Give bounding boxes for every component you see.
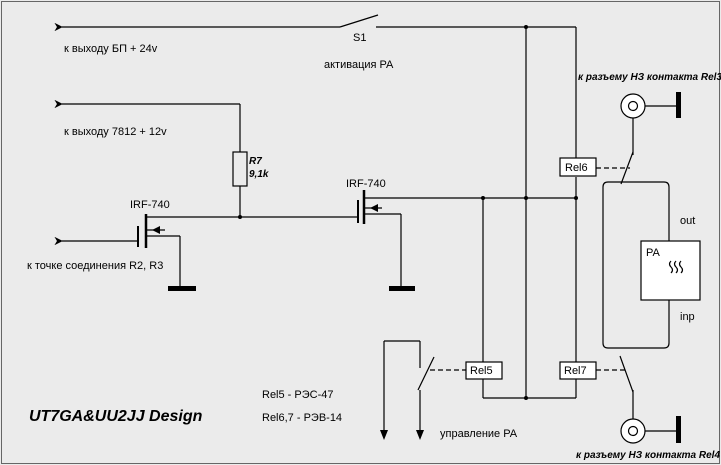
label-rel67-type: Rel6,7 - РЭВ-14 [262, 412, 342, 424]
label-activation: активация PA [324, 59, 394, 71]
junction-dot [481, 196, 485, 200]
resistor-r7 [232, 151, 248, 187]
rel5-contact [380, 340, 466, 440]
label-pa: PA [646, 247, 661, 259]
pa-block [640, 240, 701, 301]
label-mosfet1: IRF-740 [130, 199, 170, 211]
label-pa-inp: inp [680, 311, 695, 323]
heat-waves-icon [668, 260, 684, 274]
connector-bottom [596, 355, 681, 444]
label-mosfet2: IRF-740 [346, 178, 386, 190]
credit-title: UT7GA&UU2JJ Design [29, 408, 203, 425]
mosfet-1 [54, 214, 358, 291]
label-control: управление PA [440, 428, 518, 440]
label-r7-value: 9,1k [249, 169, 269, 180]
connector-top [596, 92, 681, 185]
mosfet-2 [357, 190, 576, 291]
label-rel5-type: Rel5 - РЭС-47 [262, 389, 333, 401]
junction-dot [238, 215, 242, 219]
label-rel6: Rel6 [565, 162, 588, 174]
label-connector-bottom: к разъему НЗ контакта Rel4 [576, 450, 720, 461]
label-r7: R7 [249, 156, 262, 167]
label-pa-out: out [680, 215, 695, 227]
label-out-12v: к выходу 7812 + 12v [64, 126, 167, 138]
wire-24v [54, 14, 577, 168]
relay-rel6 [559, 157, 597, 177]
label-to-r2r3: к точке соединения R2, R3 [27, 260, 163, 272]
label-connector-top: к разъему НЗ контакта Rel3 [578, 72, 721, 83]
label-out-24v: к выходу БП + 24v [64, 43, 158, 55]
wire-12v [54, 99, 241, 217]
pa-loop [602, 181, 670, 349]
junction-dot [524, 196, 528, 200]
label-rel5: Rel5 [470, 365, 493, 377]
junction-dot [524, 396, 528, 400]
label-rel7: Rel7 [564, 365, 587, 377]
label-s1: S1 [353, 32, 366, 44]
